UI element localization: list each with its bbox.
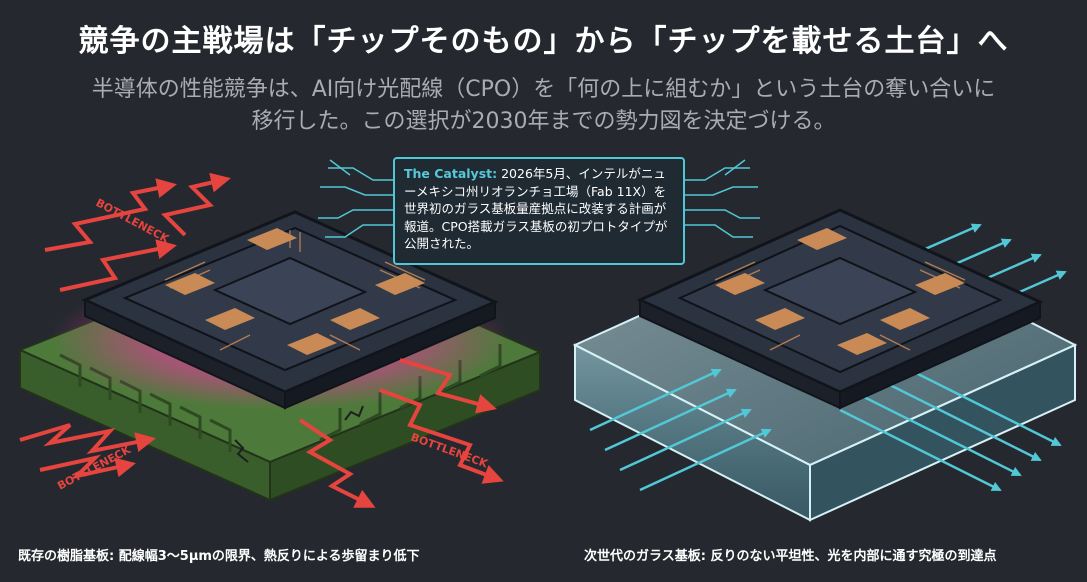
- callout-connectors: [318, 159, 760, 238]
- chip-left: [81, 210, 499, 410]
- subtitle-line-1: 半導体の性能競争は、AI向け光配線（CPO）を「何の上に組むか」という土台の奪い…: [91, 77, 996, 102]
- callout-label: The Catalyst:: [404, 166, 498, 181]
- page-subtitle: 半導体の性能競争は、AI向け光配線（CPO）を「何の上に組むか」という土台の奪い…: [0, 74, 1087, 138]
- subtitle-line-2: 移行した。この選択が2030年までの勢力図を決定づける。: [251, 109, 836, 134]
- bottleneck-arrows: [19, 172, 504, 508]
- crack-mark: [344, 405, 364, 421]
- caption-resin: 既存の樹脂基板: 配線幅3〜5μmの限界、熱反りによる歩留まり低下: [18, 549, 420, 564]
- chip-right: [636, 208, 1044, 410]
- caption-glass: 次世代のガラス基板: 反りのない平坦性、光を内部に通す究極の到達点: [584, 549, 997, 564]
- page-title: 競争の主戦場は「チップそのもの」から「チップを載せる土台」へ: [78, 24, 1009, 59]
- crack-mark: [234, 439, 249, 463]
- catalyst-callout: The Catalyst: 2026年5月、インテルがニューメキシコ州リオランチ…: [393, 157, 685, 265]
- callout-text: 2026年5月、インテルがニューメキシコ州リオランチョ工場（Fab 11X）を世…: [404, 166, 668, 251]
- bottleneck-label: BOTTLENECK: [94, 196, 172, 246]
